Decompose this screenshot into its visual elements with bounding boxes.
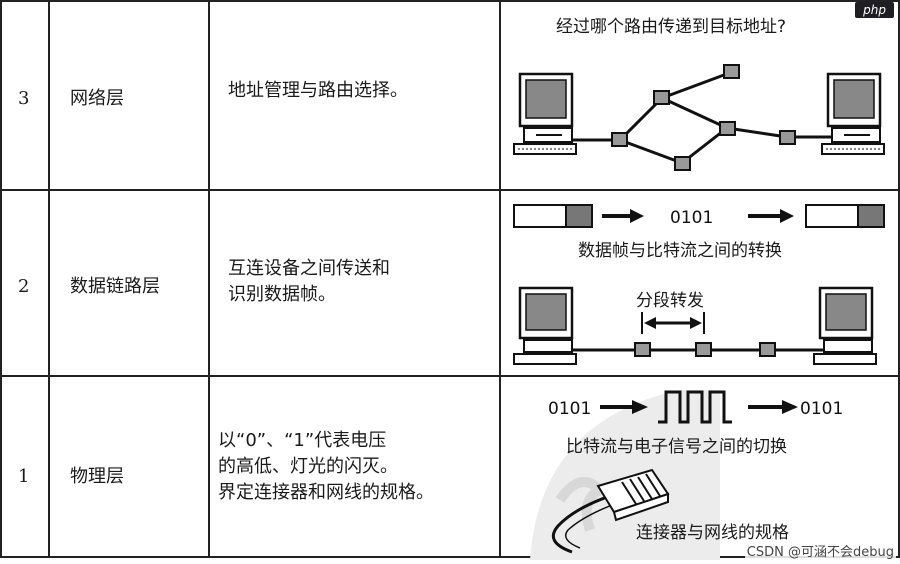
switch-node — [759, 342, 776, 357]
layer-name: 物理层 — [70, 466, 124, 487]
routing-caption: 经过哪个路由传递到目标地址? — [556, 17, 787, 37]
routing-diagram — [513, 64, 885, 171]
segment-forward-diagram — [513, 286, 877, 365]
row-number: 2 — [18, 276, 30, 297]
computer-icon — [821, 72, 885, 155]
frame-conversion-caption: 数据帧与比特流之间的转换 — [578, 241, 782, 261]
row-divider-2-1 — [0, 375, 900, 377]
signal-conversion-caption: 比特流与电子信号之间的切换 — [566, 437, 787, 457]
router-nodes — [611, 64, 796, 171]
square-wave-icon — [658, 390, 732, 424]
computer-icon — [513, 286, 577, 365]
double-arrow-icon — [641, 312, 705, 334]
column-divider-layer — [208, 0, 210, 558]
switch-nodes — [634, 342, 776, 357]
row-number: 3 — [18, 88, 30, 109]
arrow-right-icon — [600, 400, 648, 414]
arrow-right-icon — [748, 400, 798, 414]
router-node — [719, 121, 736, 136]
router-node — [653, 90, 670, 105]
rj45-connector-icon — [551, 468, 670, 554]
layer-name: 网络层 — [70, 88, 124, 109]
segment-forward-label: 分段转发 — [636, 291, 704, 311]
table-border-bottom — [0, 556, 900, 558]
route-links — [570, 70, 832, 165]
router-node — [723, 64, 740, 79]
row-divider-3-2 — [0, 189, 900, 191]
layer-name: 数据链路层 — [70, 276, 160, 297]
source-credit: CSDN @可涵不会debug — [744, 541, 896, 560]
bits-label: 0101 — [670, 208, 713, 228]
frame-icon — [513, 204, 593, 228]
switch-node — [634, 342, 651, 357]
table-border-right — [898, 0, 900, 558]
router-node — [611, 132, 628, 147]
arrow-right-icon — [748, 209, 794, 223]
computer-icon — [513, 72, 577, 155]
switch-node — [695, 342, 712, 357]
layer-function: 地址管理与路由选择。 — [228, 80, 408, 101]
table-border-top — [0, 0, 900, 2]
computer-icon — [813, 286, 877, 365]
frame-conversion-diagram: 0101 — [513, 204, 885, 228]
signal-conversion-diagram: 0101 0101 — [548, 390, 843, 424]
router-node — [779, 130, 796, 145]
php-logo: php — [855, 2, 894, 18]
connector-caption: 连接器与网线的规格 — [636, 523, 789, 543]
layer-function: 以“0”、“1”代表电压 的高低、灯光的闪灭。 界定连接器和网线的规格。 — [218, 430, 434, 503]
table-border-left — [0, 0, 2, 558]
bits-input-label: 0101 — [548, 399, 591, 419]
layer-function: 互连设备之间传送和 识别数据帧。 — [228, 258, 390, 305]
column-divider-function — [499, 0, 501, 558]
bits-output-label: 0101 — [800, 399, 843, 419]
arrow-right-icon — [602, 209, 644, 223]
frame-icon — [805, 204, 885, 228]
row-number: 1 — [18, 466, 30, 487]
column-divider-number — [48, 0, 50, 558]
router-node — [674, 156, 691, 171]
